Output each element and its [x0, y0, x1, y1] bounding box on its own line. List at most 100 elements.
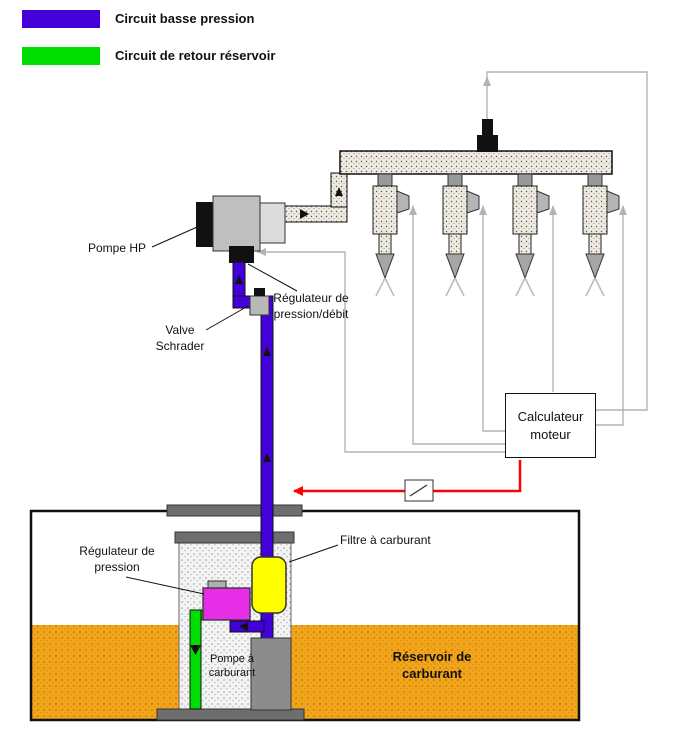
label-line: pression [94, 559, 140, 574]
label-line: Pompe à [209, 653, 255, 665]
injector-nozzle [375, 253, 395, 280]
injector-body [582, 185, 608, 235]
flange-bottom [156, 708, 305, 721]
injector-lower [448, 233, 462, 255]
in-tank-fuel-pump [250, 637, 292, 711]
injector-connector [396, 190, 410, 214]
fuel-tank [29, 504, 581, 722]
wire-arrow-up-icon [479, 205, 487, 215]
injector-stem [517, 173, 533, 187]
hp-pump-outlet [259, 202, 286, 244]
tank-border [29, 509, 581, 722]
lp-flow-arrows [235, 275, 271, 631]
injector-lower [518, 233, 532, 255]
spray-icon [445, 277, 465, 297]
filtre-carburant-label: Filtre à carburant [340, 533, 431, 547]
flange-top [166, 504, 303, 517]
injector-stem [587, 173, 603, 187]
wire-arrow-up-icon [549, 205, 557, 215]
schrader-valve [249, 288, 270, 316]
injector-body [442, 185, 468, 235]
label-line: Valve [165, 323, 195, 337]
flow-arrow-right-icon [300, 209, 309, 219]
wire-arrow-up-icon [483, 76, 491, 86]
label-line: Réservoir de [392, 649, 472, 664]
spray-icon [515, 277, 535, 297]
injector1-wire [412, 206, 505, 445]
ecu-wiring-arrows [257, 76, 627, 256]
label-line: Calculateur [517, 408, 584, 424]
pointer-regulateur-p [125, 576, 205, 595]
fuel-filter [251, 556, 287, 614]
injector2-wire [482, 206, 505, 432]
ecu-wiring [257, 71, 648, 453]
label-line: carburant [402, 665, 462, 681]
return-pipe-vertical [189, 609, 202, 710]
rail-sensor-wire [486, 71, 648, 411]
injector-3 [512, 173, 550, 297]
hp-pump-black-block [196, 202, 213, 247]
return-arrow-down-icon [190, 645, 201, 655]
spray-icon [585, 277, 605, 297]
spray-icon [375, 277, 395, 297]
wire-arrow-up-icon [409, 205, 417, 215]
fuel-level [31, 625, 579, 720]
wire-arrow-left-icon [257, 248, 266, 256]
injector-body [372, 185, 398, 235]
wire-arrow-up-icon [619, 205, 627, 215]
injector-stem [447, 173, 463, 187]
schrader-valve-cap [254, 288, 265, 296]
injector-nozzle [585, 253, 605, 280]
regulateur-pression-debit-label: Régulateur de pression/débit [255, 291, 367, 322]
hp-pipe-horizontal [282, 205, 348, 223]
reservoir-carburant-label: Réservoir de carburant [372, 649, 492, 683]
injector-1 [372, 173, 410, 297]
pompe-hp-label: Pompe HP [88, 241, 147, 255]
injector-lower [588, 233, 602, 255]
power-wire-path [294, 460, 522, 493]
injector-stem [377, 173, 393, 187]
flow-arrow-up-icon [263, 453, 271, 462]
injector-nozzle [445, 253, 465, 280]
injector-4 [582, 173, 620, 297]
flow-arrow-up-icon [263, 347, 271, 356]
flange-inner [174, 531, 295, 544]
hp-pump [196, 195, 286, 263]
pointer-valve-schrader [205, 305, 249, 331]
flow-arrow-left-icon [239, 622, 248, 631]
injector-body [512, 185, 538, 235]
valve-schrader-label: Valve Schrader [145, 323, 215, 354]
power-wire [293, 460, 522, 502]
injector4-wire [596, 206, 624, 426]
label-line: Régulateur de [79, 544, 155, 558]
regulateur-pression-label: Régulateur de pression [62, 544, 172, 575]
fuel-rail [339, 150, 613, 175]
flow-arrow-up-icon [235, 275, 243, 284]
regulator-wire [257, 251, 505, 453]
label-pointers [125, 223, 339, 595]
pointer-filtre [288, 544, 339, 563]
injector-lower [378, 233, 392, 255]
legend-label-low-pressure: Circuit basse pression [115, 11, 255, 26]
flow-arrow-up-icon [335, 187, 343, 196]
label-line: carburant [208, 666, 256, 679]
injector-2 [442, 173, 480, 297]
calculateur-moteur-box: Calculateur moteur [505, 393, 596, 458]
injector-connector [606, 190, 620, 214]
label-line: pression/débit [273, 306, 349, 321]
injector-nozzle [515, 253, 535, 280]
legend-swatch-return [22, 47, 100, 65]
rail-pressure-sensor-base [477, 135, 498, 152]
switch-lever-icon [409, 484, 428, 497]
label-line: moteur [530, 426, 571, 442]
tank-pressure-regulator [202, 587, 251, 621]
hp-pump-body [212, 195, 261, 252]
power-arrow-left-icon [293, 486, 303, 496]
pointer-regulateur-pd [247, 263, 298, 292]
injector-connector [536, 190, 550, 214]
label-line: Schrader [155, 338, 205, 353]
injector-connector [466, 190, 480, 214]
pointer-pompe-hp [151, 223, 205, 248]
